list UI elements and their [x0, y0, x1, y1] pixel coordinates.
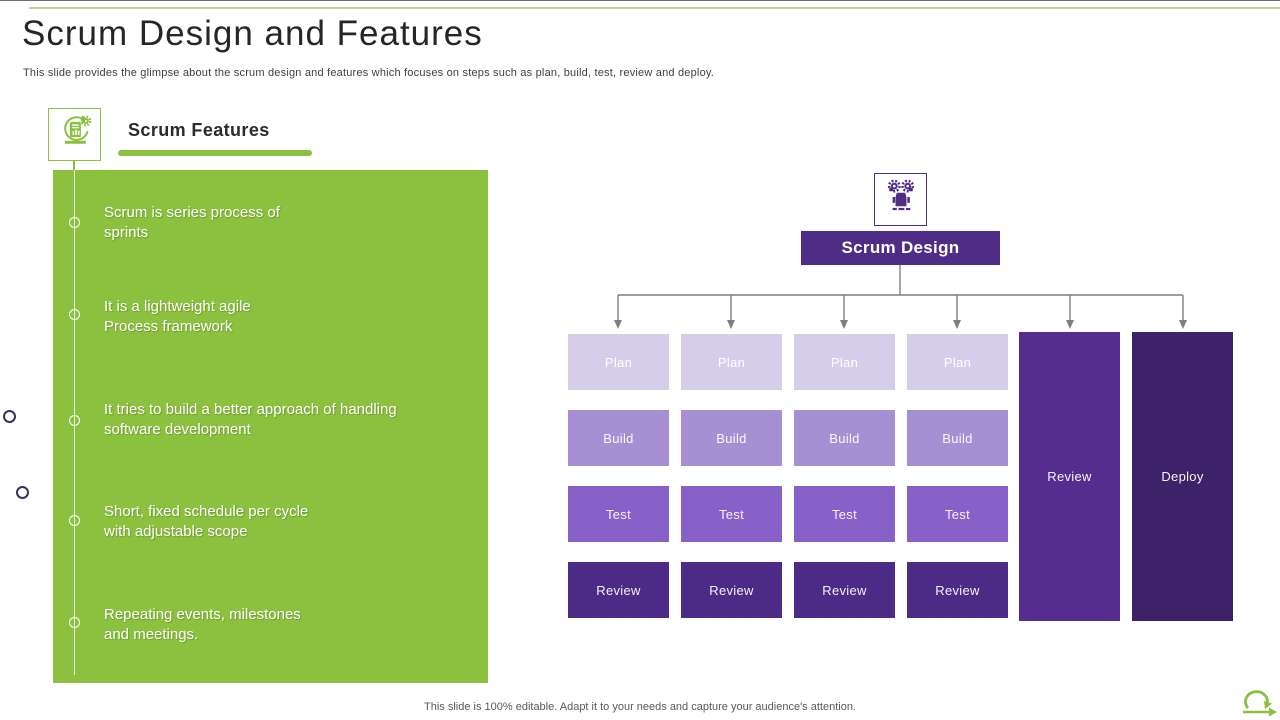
top-accent-line [29, 7, 1280, 9]
bullet-circle-icon [69, 415, 80, 426]
step-box-build: Build [681, 410, 782, 466]
scrum-features-panel: Scrum is series process of sprints It is… [53, 170, 488, 683]
page-subtitle: This slide provides the glimpse about th… [23, 67, 715, 79]
feature-item: Short, fixed schedule per cycle with adj… [104, 503, 309, 540]
feature-item: Repeating events, milestones and meeting… [104, 606, 301, 643]
step-box-plan: Plan [681, 334, 782, 390]
scrum-features-heading: Scrum Features [128, 120, 270, 140]
step-box-build: Build [794, 410, 895, 466]
scrum-design-icon-box [874, 173, 927, 226]
heading-underline [118, 150, 312, 156]
feature-item: It tries to build a better approach of h… [104, 401, 397, 438]
step-box-review: Review [907, 562, 1008, 618]
connector-stub [73, 161, 75, 170]
bullet-circle-icon [69, 617, 80, 628]
ring-icon [16, 486, 29, 499]
bullet-circle-icon [69, 217, 80, 228]
step-box-test: Test [794, 486, 895, 542]
step-box-test: Test [681, 486, 782, 542]
connector-arrows [614, 265, 1187, 329]
step-box-plan: Plan [794, 334, 895, 390]
agile-process-icon [54, 111, 96, 158]
bullet-circle-icon [69, 309, 80, 320]
gears-hand-icon [880, 176, 922, 223]
tall-box-review: Review [1019, 332, 1120, 621]
step-box-build: Build [907, 410, 1008, 466]
step-box-review: Review [794, 562, 895, 618]
scrum-design-title-bar: Scrum Design [801, 231, 1000, 265]
step-box-review: Review [681, 562, 782, 618]
sprint-loop-icon [1241, 685, 1277, 720]
top-frame-line [0, 0, 1280, 1]
feature-item: Scrum is series process of sprints [104, 204, 280, 241]
ring-icon [3, 410, 16, 423]
page-title: Scrum Design and Features [22, 14, 483, 53]
step-box-review: Review [568, 562, 669, 618]
feature-item: It is a lightweight agile Process framew… [104, 298, 251, 335]
step-box-plan: Plan [568, 334, 669, 390]
step-box-build: Build [568, 410, 669, 466]
scrum-features-icon-box [48, 108, 101, 161]
bullet-circle-icon [69, 515, 80, 526]
step-box-plan: Plan [907, 334, 1008, 390]
footer-note: This slide is 100% editable. Adapt it to… [424, 701, 856, 713]
tall-box-deploy: Deploy [1132, 332, 1233, 621]
step-box-test: Test [907, 486, 1008, 542]
step-box-test: Test [568, 486, 669, 542]
